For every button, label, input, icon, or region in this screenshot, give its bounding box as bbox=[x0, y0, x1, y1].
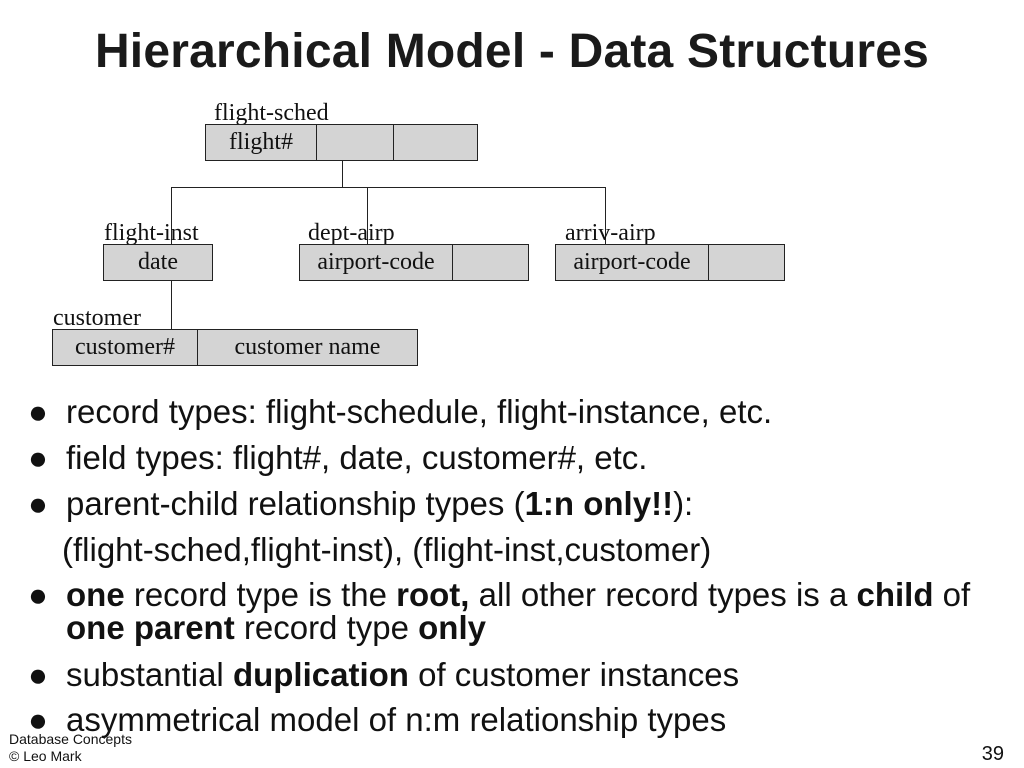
slide-title: Hierarchical Model - Data Structures bbox=[94, 25, 930, 78]
bullet-icon: ● bbox=[28, 656, 48, 693]
bullet-icon: ● bbox=[28, 485, 48, 522]
bullet-item: ● parent-child relationship types (1:n o… bbox=[28, 485, 694, 522]
connector-line bbox=[171, 187, 172, 244]
bullet-item: ● substantial duplication of customer in… bbox=[28, 656, 740, 693]
flight-sched-record: flight# bbox=[205, 124, 478, 161]
dept-airp-label: dept-airp bbox=[308, 220, 395, 246]
footer-course: Database Concepts bbox=[9, 731, 132, 747]
bullet-item: ● one record type is the root, all other… bbox=[28, 576, 971, 646]
airport-code-field: airport-code bbox=[556, 245, 709, 280]
footer-credit: Database Concepts © Leo Mark bbox=[9, 731, 132, 765]
airport-code-field: airport-code bbox=[300, 245, 453, 280]
bullet-item: ● asymmetrical model of n:m relationship… bbox=[28, 701, 727, 738]
date-field: date bbox=[138, 249, 178, 275]
arriv-airp-label: arriv-airp bbox=[565, 220, 656, 246]
flight-number-field: flight# bbox=[206, 125, 317, 160]
bullet-icon: ● bbox=[28, 393, 48, 430]
connector-line bbox=[367, 187, 368, 244]
customer-number-field: customer# bbox=[53, 330, 198, 365]
empty-field bbox=[317, 125, 394, 160]
footer-author: © Leo Mark bbox=[9, 748, 82, 764]
hierarchy-diagram: flight-sched flight# flight-inst date de… bbox=[0, 0, 1024, 380]
dept-airp-record: airport-code bbox=[299, 244, 529, 281]
flight-inst-record: date bbox=[103, 244, 213, 281]
bullet-item: ● record types: flight-schedule, flight-… bbox=[28, 393, 773, 430]
connector-line bbox=[342, 161, 343, 187]
bullet-icon: ● bbox=[28, 701, 48, 738]
page-number: 39 bbox=[981, 743, 1004, 765]
customer-name-field: customer name bbox=[234, 334, 381, 360]
customer-label: customer bbox=[53, 305, 141, 331]
flight-inst-label: flight-inst bbox=[104, 220, 199, 246]
customer-record: customer# customer name bbox=[52, 329, 418, 366]
bullet-item: ● field types: flight#, date, customer#,… bbox=[28, 439, 648, 476]
empty-field bbox=[709, 245, 784, 280]
bullet-continuation: (flight-sched,flight-inst), (flight-inst… bbox=[62, 531, 712, 568]
flight-sched-label: flight-sched bbox=[214, 100, 329, 126]
arriv-airp-record: airport-code bbox=[555, 244, 785, 281]
empty-field bbox=[394, 125, 477, 160]
connector-line bbox=[605, 187, 606, 244]
bullet-icon: ● bbox=[28, 576, 48, 613]
empty-field bbox=[453, 245, 528, 280]
connector-line bbox=[171, 187, 606, 188]
connector-line bbox=[171, 281, 172, 329]
bullet-icon: ● bbox=[28, 439, 48, 476]
